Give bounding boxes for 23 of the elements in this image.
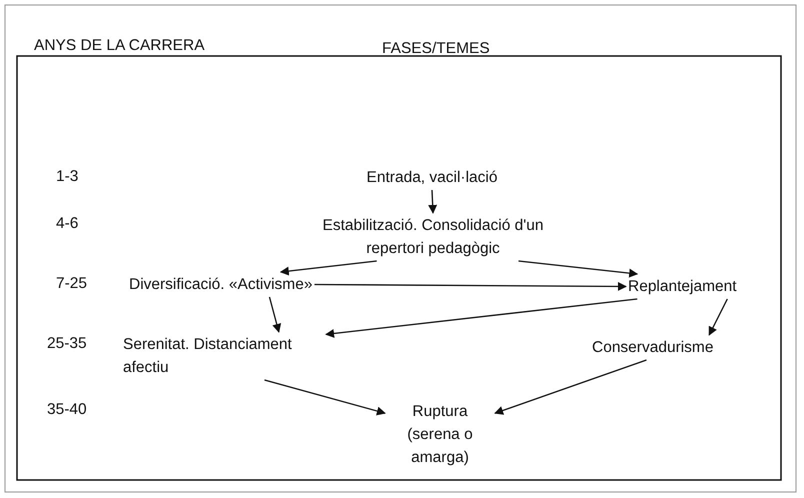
arrow (708, 298, 728, 336)
arrow (494, 359, 647, 415)
phase-text: Serenitat. Distanciament afectiu (123, 335, 293, 378)
year-range: 35-40 (47, 401, 87, 419)
phase-text: Conservadurisme (592, 338, 714, 358)
arrow (264, 379, 386, 416)
arrow (428, 190, 438, 214)
arrow (325, 298, 638, 338)
column-heading: FASES/TEMES (382, 40, 490, 58)
year-range: 25-35 (47, 335, 87, 353)
arrow (314, 282, 627, 291)
column-heading: ANYS DE LA CARRERA (34, 37, 205, 55)
phase-text: Diversificació. «Activisme» (129, 275, 312, 295)
year-range: 7-25 (56, 275, 88, 293)
phase-text: Entrada, vacil·lació (366, 168, 498, 188)
phase-text: Estabilització. Consolidació d'un repertori pedagògic (322, 216, 544, 259)
year-range: 1-3 (56, 168, 78, 186)
arrow (280, 260, 377, 276)
year-range: 4-6 (56, 215, 78, 233)
phase-text: Replantejament (628, 277, 737, 297)
arrow (268, 296, 282, 333)
arrow (518, 260, 638, 278)
phase-text: Ruptura (serena o amarga) (406, 402, 474, 468)
